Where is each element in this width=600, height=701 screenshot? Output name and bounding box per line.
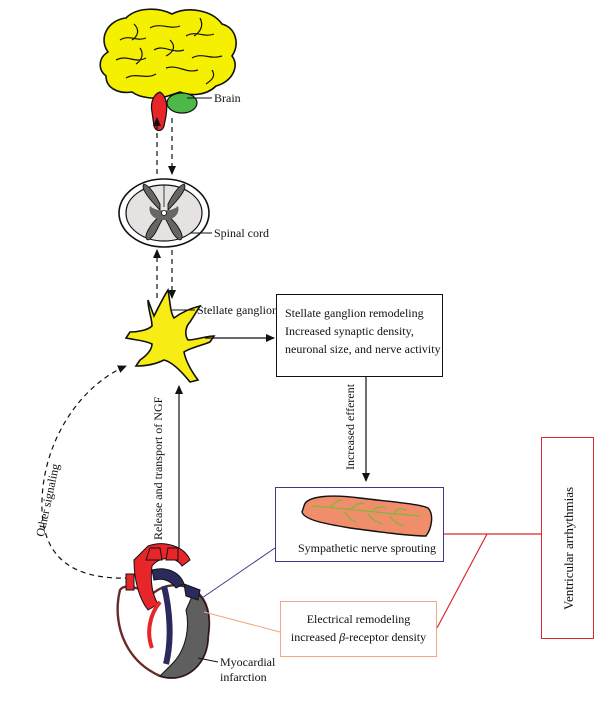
arrow-other-signaling xyxy=(41,365,131,579)
remodeling-box: Stellate ganglion remodeling Increased s… xyxy=(276,294,443,377)
electrical-line2-prefix: increased xyxy=(290,630,340,644)
connector-electrical-to-arrhythmias xyxy=(436,533,488,629)
arrhythmias-box: Ventricular arrhythmias xyxy=(541,437,594,639)
myocardial-infarction-label-line xyxy=(197,657,219,663)
spinal-cord-icon xyxy=(118,178,210,248)
myocardial-infarction-label-line2: infarction xyxy=(220,670,267,684)
arrhythmias-label: Ventricular arrhythmias xyxy=(561,486,576,610)
brain-icon xyxy=(99,8,237,132)
sprouting-label: Sympathetic nerve sprouting xyxy=(298,541,436,555)
remodeling-line1: Stellate ganglion remodeling xyxy=(285,306,424,320)
beta-symbol: β xyxy=(339,630,346,644)
electrical-remodeling-box: Electrical remodeling increased β-recept… xyxy=(280,601,437,657)
electrical-line1: Electrical remodeling xyxy=(306,612,411,626)
stellate-ganglion-label: Stellate ganglion xyxy=(197,303,278,317)
nerve-sprouting-icon xyxy=(301,495,433,537)
electrical-line2: increased β-receptor density xyxy=(281,628,436,646)
spinal-cord-label: Spinal cord xyxy=(214,226,269,240)
brain-label: Brain xyxy=(214,91,241,105)
release-transport-label: Release and transport of NGF xyxy=(151,396,165,540)
stellate-ganglion-icon xyxy=(124,287,216,383)
remodeling-line2: Increased synaptic density, xyxy=(285,324,414,338)
sprouting-box: Sympathetic nerve sprouting xyxy=(275,487,444,562)
remodeling-line3: neuronal size, and nerve activity xyxy=(285,342,441,356)
connector-heart-to-sprouting xyxy=(201,547,276,599)
myocardial-infarction-label-line1: Myocardial xyxy=(220,655,276,669)
heart-icon xyxy=(116,543,211,679)
connector-heart-to-electrical xyxy=(203,611,281,633)
increased-efferent-label: Increased efferent xyxy=(343,383,357,470)
electrical-line2-suffix: -receptor density xyxy=(345,630,427,644)
